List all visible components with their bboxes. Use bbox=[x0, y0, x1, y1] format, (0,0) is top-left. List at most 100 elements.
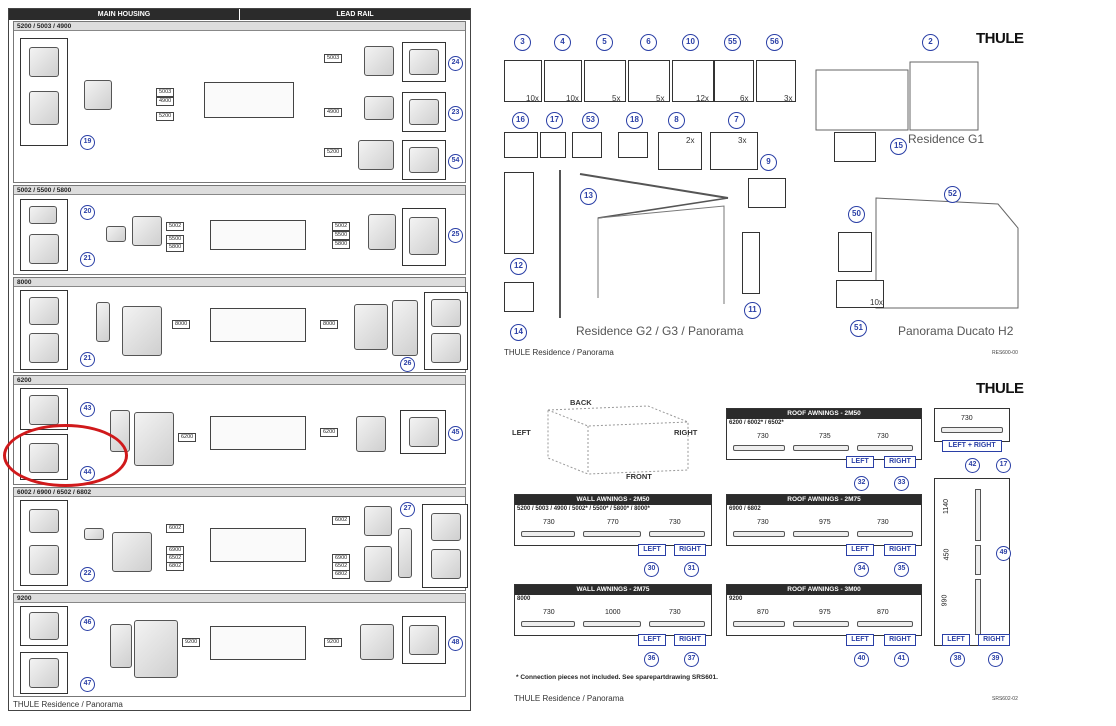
bottom-right-footer: THULE Residence / Panorama bbox=[514, 694, 624, 703]
part-box bbox=[20, 500, 68, 586]
size-label: 9200 bbox=[182, 638, 201, 647]
part-number-41: 41 bbox=[894, 652, 909, 667]
part-box bbox=[544, 60, 582, 102]
awning-segment bbox=[733, 531, 785, 537]
length-label: 730 bbox=[543, 609, 555, 616]
length-label: 450 bbox=[943, 548, 951, 561]
table-wall-2m75: WALL AWNINGS - 2M75 8000 730 1000 730 bbox=[514, 584, 712, 636]
table-title: WALL AWNINGS - 2M50 bbox=[515, 495, 711, 505]
awning-segment bbox=[583, 531, 641, 537]
right-label: RIGHT bbox=[674, 634, 706, 646]
housing-image bbox=[84, 80, 112, 110]
part-box bbox=[504, 132, 538, 158]
part-number-11: 11 bbox=[744, 302, 761, 319]
part-box bbox=[402, 616, 446, 664]
part-number-43: 43 bbox=[80, 402, 95, 417]
part-number-4: 4 bbox=[554, 34, 571, 51]
awning-segment bbox=[975, 545, 981, 575]
drawing-code: RES600-00 bbox=[992, 350, 1018, 356]
lead-size-label: 4900 bbox=[324, 108, 343, 117]
length-label: 975 bbox=[819, 609, 831, 616]
section-6002-6900-6502-6802: 6002 / 6900 / 6502 / 6802 22 6002 6900 6… bbox=[13, 487, 468, 591]
part-box bbox=[20, 38, 68, 146]
table-subtitle: 6200 / 6002* / 6502* bbox=[729, 420, 784, 426]
thule-logo: THULE bbox=[976, 380, 1024, 397]
direction-right: RIGHT bbox=[674, 428, 698, 437]
awning-segment bbox=[649, 621, 705, 627]
length-label: 975 bbox=[819, 519, 831, 526]
part-number-53: 53 bbox=[582, 112, 599, 129]
left-footer: THULE Residence / Panorama bbox=[13, 700, 123, 709]
part-number-19: 19 bbox=[80, 135, 95, 150]
lead-size-label: 8000 bbox=[320, 320, 339, 329]
section-title: 5002 / 5500 / 5800 bbox=[14, 186, 465, 195]
lead-size-label: 5003 bbox=[324, 54, 343, 63]
part-number-54: 54 bbox=[448, 154, 463, 169]
part-number-39: 39 bbox=[988, 652, 1003, 667]
awning-segment bbox=[857, 531, 913, 537]
right-label: RIGHT bbox=[674, 544, 706, 556]
part-number-52: 52 bbox=[944, 186, 961, 203]
lead-image bbox=[358, 140, 394, 170]
right-label: RIGHT bbox=[978, 634, 1010, 646]
column-header-row: MAIN HOUSING LEAD RAIL bbox=[9, 9, 470, 20]
awning-segment bbox=[941, 427, 1003, 433]
size-label: 5200 bbox=[156, 112, 175, 121]
part-box bbox=[672, 60, 714, 102]
header-lead-rail: LEAD RAIL bbox=[239, 9, 470, 20]
part-number-31: 31 bbox=[684, 562, 699, 577]
part-box bbox=[422, 504, 468, 588]
table-wall-2m50: WALL AWNINGS - 2M50 5200 / 5003 / 4900 /… bbox=[514, 494, 712, 546]
length-label: 1140 bbox=[943, 498, 951, 515]
awning-segment bbox=[521, 621, 575, 627]
caption-g2-g3-panorama: Residence G2 / G3 / Panorama bbox=[576, 324, 744, 338]
part-number-14: 14 bbox=[510, 324, 527, 341]
awning-segment bbox=[793, 621, 849, 627]
length-label: 730 bbox=[669, 519, 681, 526]
part-number-20: 20 bbox=[80, 205, 95, 220]
part-number-17: 17 bbox=[996, 458, 1011, 473]
section-5200-5003-4900: 5200 / 5003 / 4900 19 5003 4900 5200 500… bbox=[13, 21, 466, 183]
part-image bbox=[29, 91, 59, 125]
part-box bbox=[572, 132, 602, 158]
awning-segment bbox=[857, 621, 913, 627]
quantity-label: 10x bbox=[870, 298, 883, 307]
size-label: 6802 bbox=[166, 562, 185, 571]
awning-segment bbox=[975, 489, 981, 541]
part-box bbox=[834, 132, 876, 162]
part-number-7: 7 bbox=[728, 112, 745, 129]
part-number-55: 55 bbox=[724, 34, 741, 51]
left-right-label: LEFT + RIGHT bbox=[942, 440, 1002, 452]
part-box bbox=[540, 132, 566, 158]
part-number-40: 40 bbox=[854, 652, 869, 667]
part-box bbox=[20, 652, 68, 694]
right-label: RIGHT bbox=[884, 634, 916, 646]
section-title: 8000 bbox=[14, 278, 465, 287]
part-number-34: 34 bbox=[854, 562, 869, 577]
quantity-label: 5x bbox=[612, 94, 621, 103]
part-box bbox=[838, 232, 872, 272]
rail-profile bbox=[210, 308, 306, 342]
part-number-9: 9 bbox=[760, 154, 777, 171]
awning-segment bbox=[975, 579, 981, 635]
part-number-16: 16 bbox=[512, 112, 529, 129]
table-title: ROOF AWNINGS - 2M50 bbox=[727, 409, 921, 419]
quantity-label: 10x bbox=[526, 94, 539, 103]
lead-size-label: 9200 bbox=[324, 638, 343, 647]
table-side-top: 730 bbox=[934, 408, 1010, 442]
awning-segment bbox=[793, 531, 849, 537]
part-number-30: 30 bbox=[644, 562, 659, 577]
rail-profile bbox=[210, 528, 306, 562]
table-roof-2m75: ROOF AWNINGS - 2M75 6900 / 6802 730 975 … bbox=[726, 494, 922, 546]
size-label: 6002 bbox=[166, 524, 185, 533]
part-number-22: 22 bbox=[80, 567, 95, 582]
section-9200: 9200 46 47 9200 9200 48 bbox=[13, 593, 466, 697]
awning-segment bbox=[857, 445, 913, 451]
part-number-23: 23 bbox=[448, 106, 463, 121]
part-number-56: 56 bbox=[766, 34, 783, 51]
size-label: 8000 bbox=[172, 320, 191, 329]
section-8000: 8000 21 8000 8000 26 bbox=[13, 277, 468, 373]
part-number-26: 26 bbox=[400, 357, 415, 372]
section-title: 5200 / 5003 / 4900 bbox=[14, 22, 465, 31]
part-number-49: 49 bbox=[996, 546, 1011, 561]
